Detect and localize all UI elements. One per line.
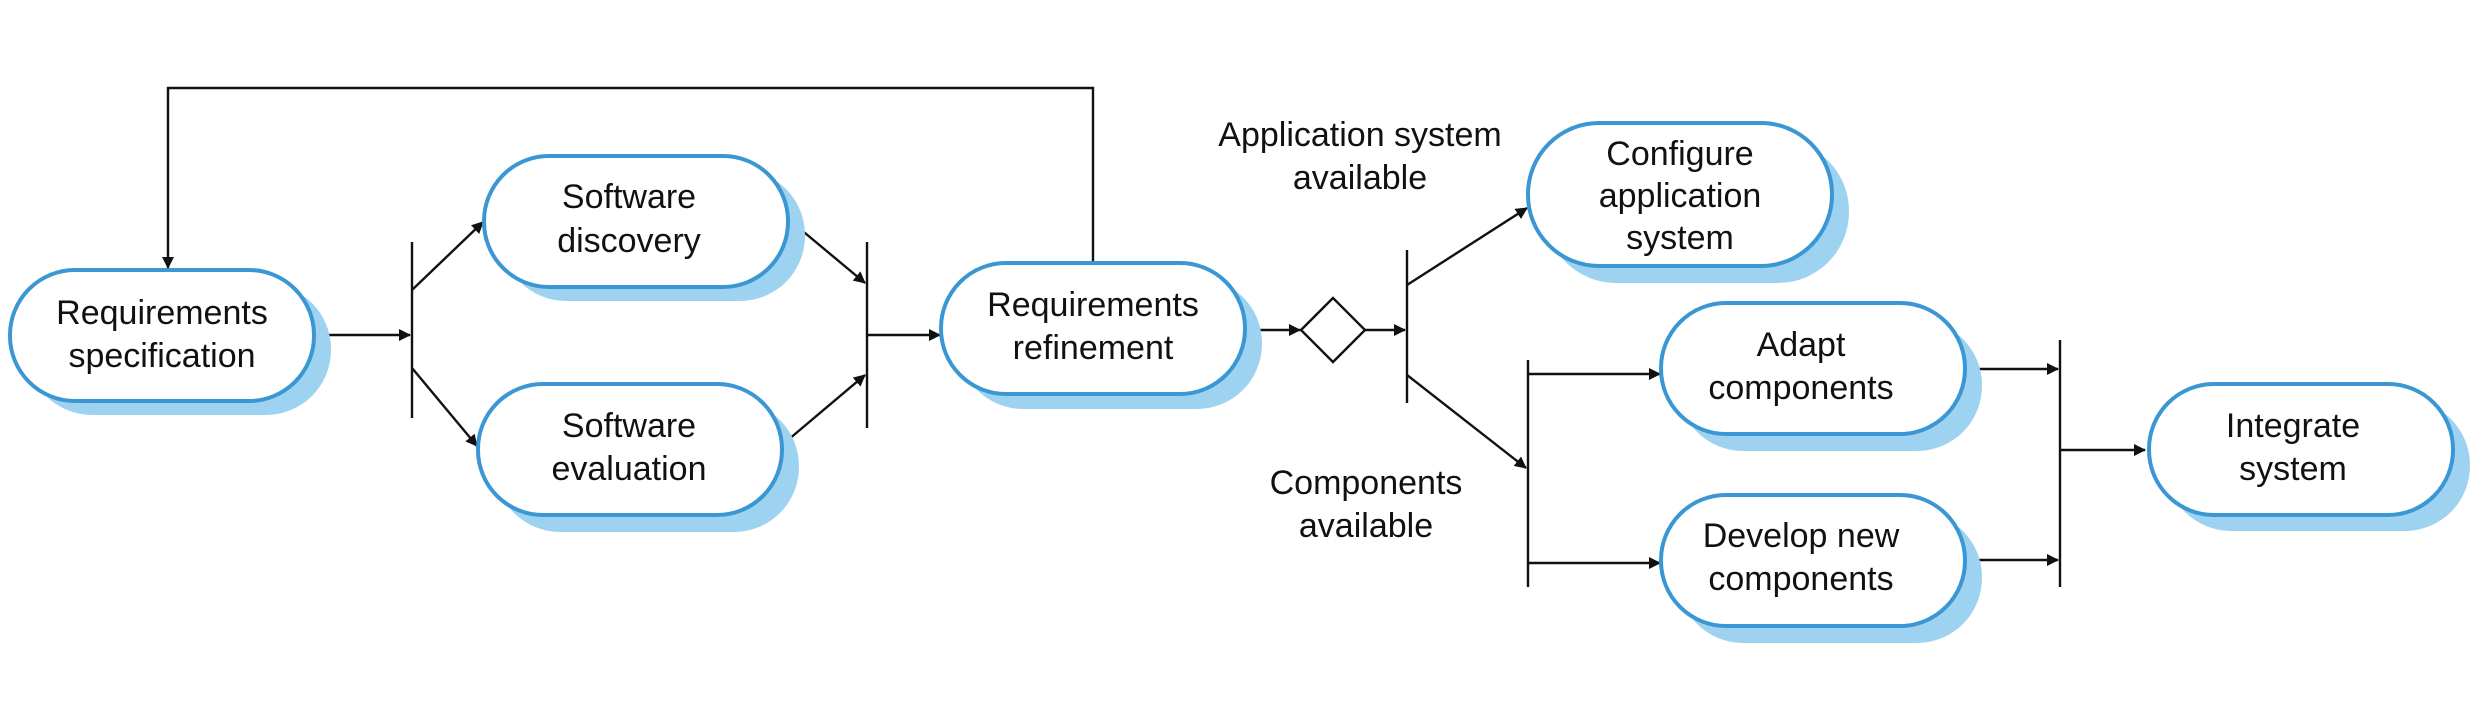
node-develop-new-components: Develop new components [1659,493,1982,643]
node-software-discovery-line-1: Software [562,178,696,216]
node-requirements-refinement-line-2: refinement [1013,329,1174,367]
node-configure-line-1: Configure [1606,135,1753,173]
node-adapt-components-line-2: components [1708,369,1893,407]
activity-nodes: Requirements specification Software disc… [8,121,2470,643]
to-components-arrow [1406,374,1527,469]
node-requirements-refinement: Requirements refinement [939,261,1262,409]
node-configure-line-2: application [1599,177,1762,215]
node-develop-new-components-line-1: Develop new [1703,517,1900,555]
node-configure-application-system: Configure application system [1526,121,1849,283]
node-integrate-system-line-1: Integrate [2226,407,2360,445]
node-software-evaluation-line-1: Software [562,407,696,445]
node-adapt-components-line-1: Adapt [1757,326,1846,364]
feedback-loop-arrow [162,86,1095,269]
condition-application-system-available-line-1: Application system [1218,116,1501,154]
node-software-discovery: Software discovery [482,154,805,301]
decision-diamond [1299,296,1367,364]
node-requirements-specification-line-1: Requirements [56,294,268,332]
fork-to-evaluation-arrow [411,367,478,447]
node-software-evaluation: Software evaluation [476,382,799,532]
node-requirements-refinement-line-1: Requirements [987,286,1199,324]
condition-components-available-line-2: available [1299,507,1433,545]
node-requirements-specification: Requirements specification [8,268,331,415]
fork-to-discovery-arrow [411,221,484,291]
node-integrate-system: Integrate system [2147,382,2470,531]
condition-application-system-available-line-2: available [1293,159,1427,197]
node-adapt-components: Adapt components [1659,301,1982,451]
node-software-evaluation-line-2: evaluation [551,450,706,488]
condition-components-available-line-1: Components [1270,464,1463,502]
condition-labels: Application system available Components … [1218,116,1501,545]
node-software-discovery-line-2: discovery [557,222,701,260]
evaluation-to-join-arrow [781,374,866,446]
node-develop-new-components-line-2: components [1708,560,1893,598]
to-configure-arrow [1406,206,1528,287]
node-requirements-specification-line-2: specification [68,337,255,375]
node-integrate-system-line-2: system [2239,450,2347,488]
node-configure-line-3: system [1626,219,1734,257]
